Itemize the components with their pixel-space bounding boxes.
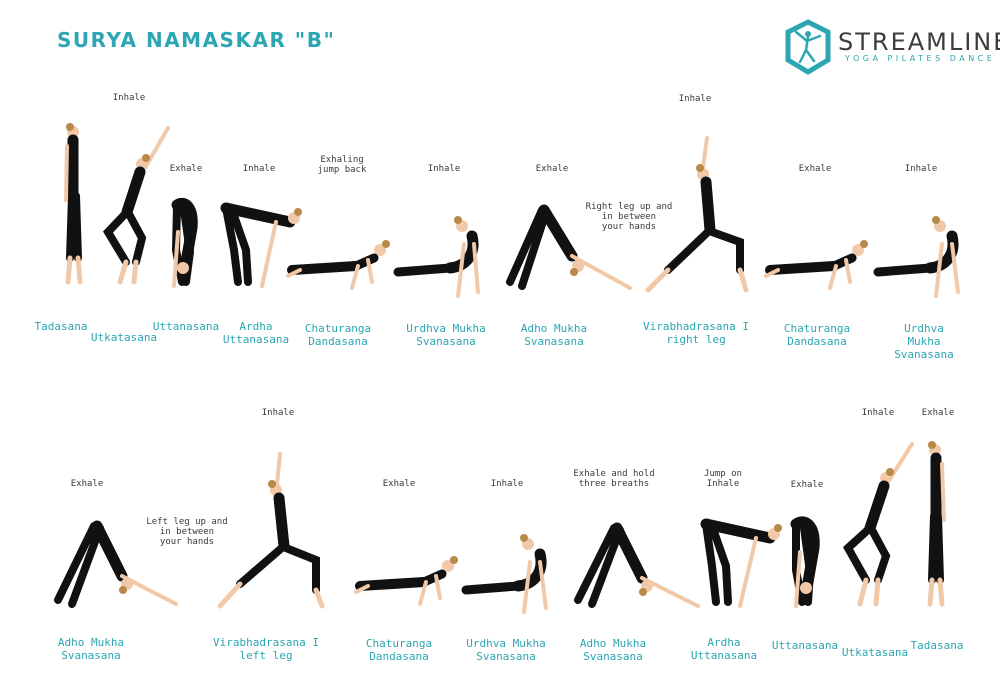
cue-text: Exhale and hold three breaths (573, 469, 655, 489)
pose-name: Adho Mukha Svanasana (520, 322, 588, 348)
cue-text: Exhale (921, 408, 955, 418)
pose-name: Urdhva Mukha Svanasana (894, 322, 954, 361)
pose-figure-chaturanga (764, 240, 868, 290)
pose-name: Adho Mukha Svanasana (579, 637, 647, 663)
pose-figure-urdhva-mukha (461, 534, 548, 614)
cue-text: Left leg up and in between your hands (146, 517, 228, 547)
dancer-hexagon-icon (785, 19, 831, 75)
row2-figures (54, 441, 946, 614)
pose-figure-urdhva-mukha (393, 216, 480, 298)
pose-name: Chaturanga Dandasana (783, 322, 851, 348)
pose-figure-virabhadrasana (645, 136, 749, 293)
page-title: SURYA NAMASKAR "B" (57, 28, 336, 52)
pose-figure-adho-mukha (506, 204, 632, 290)
cue-text: Inhale (678, 94, 712, 104)
pose-name: Tadasana (34, 320, 88, 333)
pose-figure-chaturanga (354, 556, 458, 606)
cue-text: Exhale (798, 164, 832, 174)
pose-figure-adho-mukha (574, 522, 700, 608)
pose-name: Ardha Uttanasana (222, 320, 290, 346)
cue-text: Inhale (242, 164, 276, 174)
pose-name: Virabhadrasana I left leg (213, 636, 319, 662)
cue-text: Inhale (904, 164, 938, 174)
pose-name: Chaturanga Dandasana (365, 637, 433, 663)
pose-figure-ardha-uttanasana (700, 518, 782, 608)
cue-text: Inhale (112, 93, 146, 103)
cue-text: Inhale (490, 479, 524, 489)
row1-figures (64, 123, 960, 298)
pose-figure-ardha-uttanasana (220, 202, 302, 288)
pose-name: Uttanasana (152, 320, 220, 333)
cue-text: Exhale (382, 479, 416, 489)
pose-figure-tadasana (927, 441, 946, 607)
cue-text: Exhale (70, 479, 104, 489)
cue-text: Inhale (261, 408, 295, 418)
brand-name: STREAMLINE (838, 28, 1000, 56)
cue-text: Exhale (169, 164, 203, 174)
pose-name: Chaturanga Dandasana (304, 322, 372, 348)
cue-text: Exhale (790, 480, 824, 490)
pose-figure-uttanasana (790, 516, 820, 608)
pose-name: Urdhva Mukha Svanasana (466, 637, 546, 663)
cue-text: Exhale (535, 164, 569, 174)
cue-text: Exhaling jump back (317, 155, 367, 175)
cue-text: Inhale (861, 408, 895, 418)
pose-name: Virabhadrasana I right leg (643, 320, 749, 346)
pose-figure-chaturanga (286, 240, 390, 290)
brand-tagline: YOGA PILATES DANCE (845, 54, 996, 63)
cue-text: Jump on Inhale (704, 469, 742, 489)
pose-figure-utkatasana (842, 442, 914, 607)
cue-text: Right leg up and in between your hands (585, 202, 673, 232)
pose-name: Utkatasana (90, 331, 158, 344)
pose-name: Ardha Uttanasana (690, 636, 758, 662)
logo (785, 19, 831, 75)
pose-name: Uttanasana (771, 639, 839, 652)
pose-name: Urdhva Mukha Svanasana (406, 322, 486, 348)
pose-figure-virabhadrasana (217, 452, 325, 609)
pose-figure-urdhva-mukha (873, 216, 960, 298)
pose-figure-tadasana (64, 123, 83, 285)
pose-figure-uttanasana (171, 197, 198, 288)
pose-name: Utkatasana (841, 646, 909, 659)
pose-name: Adho Mukha Svanasana (57, 636, 125, 662)
cue-text: Inhale (427, 164, 461, 174)
pose-figure-utkatasana (103, 126, 170, 285)
pose-figure-adho-mukha (54, 520, 178, 608)
pose-name: Tadasana (910, 639, 964, 652)
